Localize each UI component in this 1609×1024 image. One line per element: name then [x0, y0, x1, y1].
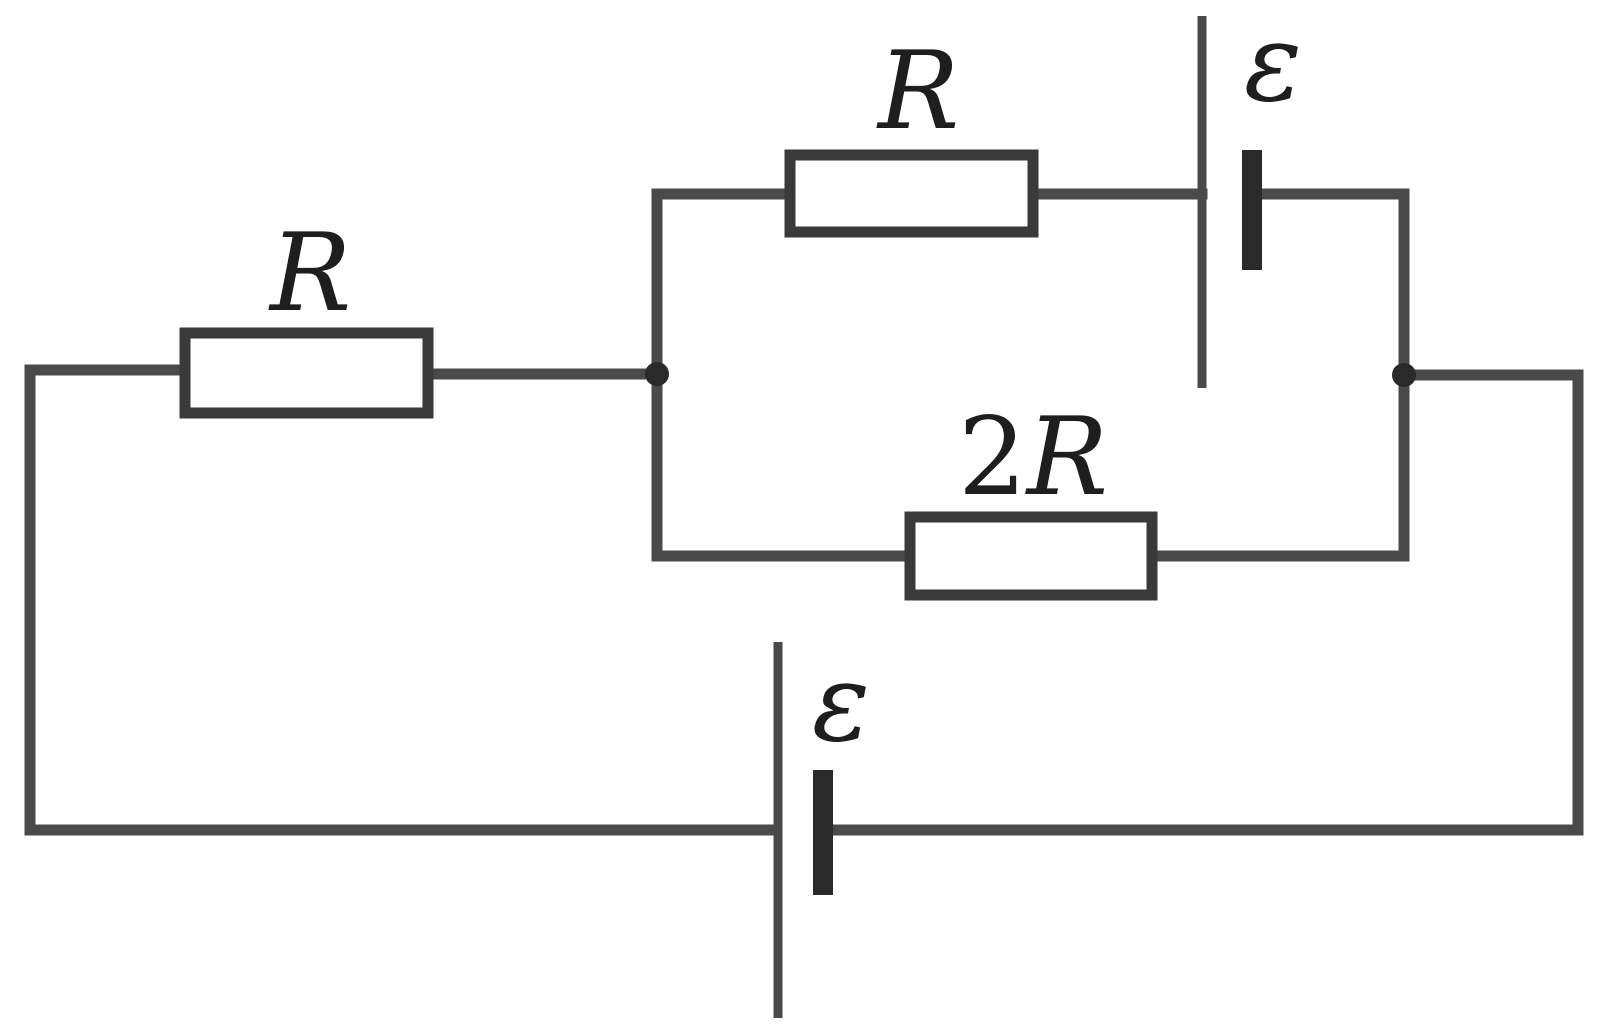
wire-node-left-lower	[651, 368, 916, 562]
label-resistor-2r-number: 2	[958, 395, 1027, 520]
resistor-top	[784, 149, 1039, 238]
junction-left	[645, 362, 669, 386]
label-resistor-2r-symbol: R	[1025, 395, 1108, 520]
label-emf-bottom: ε	[812, 641, 870, 766]
wire-2r-to-node	[1146, 369, 1410, 562]
resistor-2r	[904, 511, 1158, 601]
resistor-left	[179, 327, 434, 419]
circuit-wires	[24, 188, 1584, 836]
battery-bottom	[773, 642, 833, 1018]
label-resistor-left: R	[268, 211, 351, 336]
wire-top-battery-to-node	[1246, 188, 1410, 381]
label-emf-top: ε	[1244, 1, 1302, 126]
label-resistor-2r: 2R	[958, 395, 1108, 520]
wire-outer-right	[817, 369, 1584, 836]
wire-outer-left	[24, 364, 778, 836]
label-resistor-top: R	[876, 29, 959, 154]
wire-node-left-upper	[651, 188, 796, 380]
junction-right	[1392, 363, 1416, 387]
battery-top	[1197, 16, 1262, 388]
